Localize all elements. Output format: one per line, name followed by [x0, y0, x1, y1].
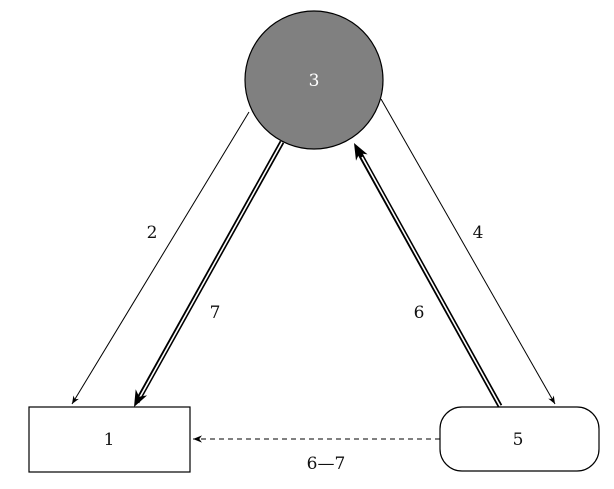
edge-2-label: 2 [147, 223, 158, 243]
node-1-box [28, 406, 191, 473]
edge-7-line-inner [139, 141, 283, 398]
node-3-label: 3 [309, 71, 320, 91]
edge-4: 4 [380, 98, 556, 405]
node-3: 3 [244, 10, 384, 150]
edge-6-arrowhead [354, 143, 368, 161]
edge-7-label: 7 [210, 303, 221, 323]
edge-6-label: 6 [414, 303, 425, 323]
edge-2-line [71, 111, 250, 405]
edge-7: 7 [134, 140, 285, 407]
edge-6-7: 6—7 [193, 435, 440, 474]
edge-4-line [380, 98, 556, 405]
edge-6-line-inner [361, 156, 501, 407]
node-3-circle [244, 10, 384, 150]
edge-4-label: 4 [473, 223, 484, 243]
node-5-label: 5 [513, 430, 524, 450]
node-1: 1 [28, 406, 191, 473]
edge-7-arrowhead [134, 389, 148, 407]
edge-2: 2 [71, 111, 250, 405]
node-5: 5 [439, 406, 600, 472]
edge-6-7-label: 6—7 [307, 454, 346, 474]
node-1-label: 1 [104, 430, 115, 450]
edge-6: 6 [354, 143, 503, 408]
